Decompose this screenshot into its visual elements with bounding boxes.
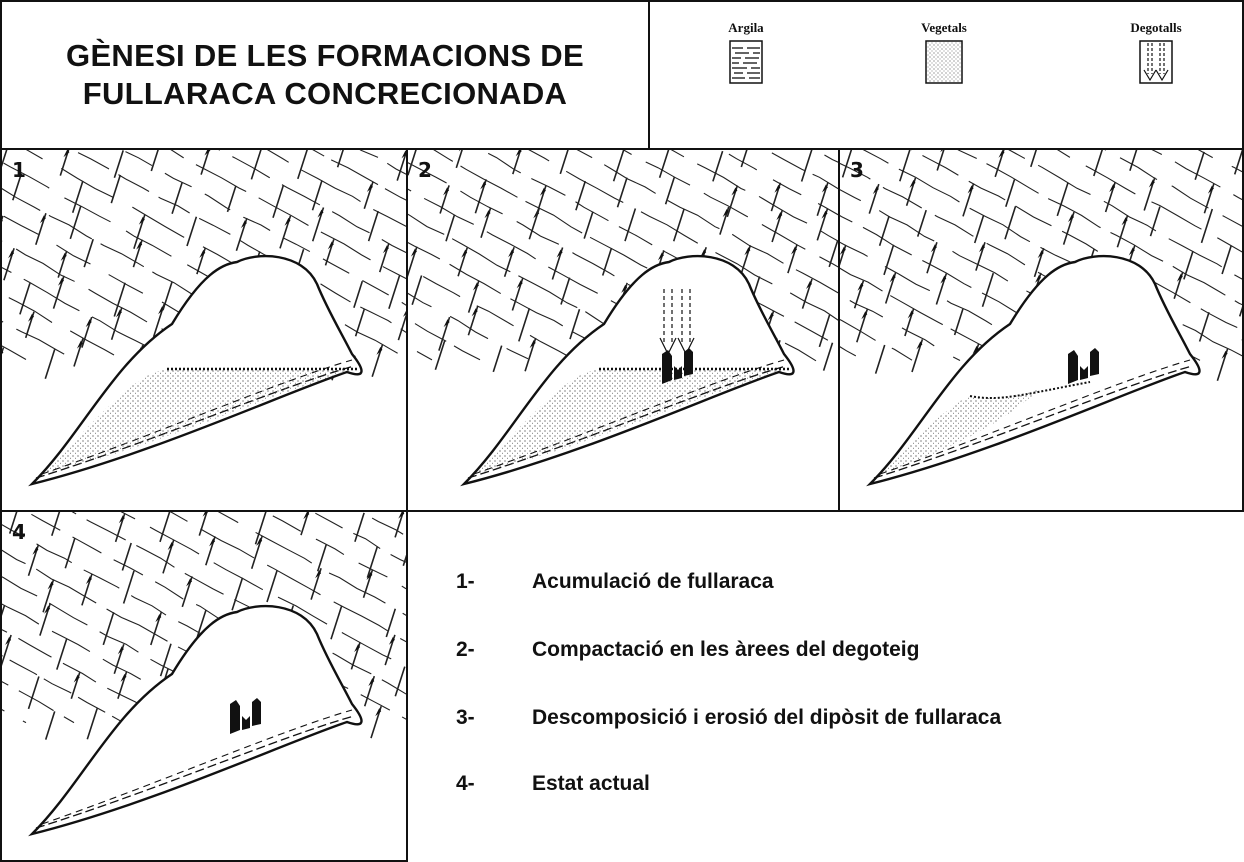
leaf-litter-fill [42,369,357,474]
panel-number: 3 [850,158,864,182]
drip-arrows-icon [1139,40,1173,84]
concretion-pillars [1068,348,1099,384]
cave-section-drawing [840,150,1242,487]
step-item: 1- Acumulació de fullaraca [456,570,774,594]
legend-box: Argila Vegetals Degotalls [648,0,1244,150]
title-line-1: GÈNESI DE LES FORMACIONS DE [66,38,584,73]
legend-item-degotalls: Degotalls [1096,20,1216,84]
rock-strata [840,150,1242,381]
concretion-pillars [230,698,261,734]
caption-box: 1- Acumulació de fullaraca 2- Compactació … [406,510,1244,862]
step-item: 3- Descomposició i erosió del dipòsit de … [456,706,1001,730]
dotted-vegetation-icon [925,40,963,84]
step-text: Descomposició i erosió del dipòsit de fu… [532,706,1002,729]
legend-label: Vegetals [921,20,967,35]
step-number: 4- [456,772,475,795]
panel-number: 4 [12,520,26,544]
step-number: 1- [456,570,475,593]
panel-4: 4 [0,510,408,862]
panel-number: 2 [418,158,432,182]
cave-section-drawing [408,150,838,487]
legend-label: Degotalls [1130,20,1182,35]
drip-arrows [659,289,695,356]
step-number: 3- [456,706,475,729]
leaf-litter-fill [880,389,1040,474]
cave-outline [460,254,795,487]
step-text: Estat actual [532,772,650,795]
step-number: 2- [456,638,475,661]
legend-item-vegetals: Vegetals [884,20,1004,84]
step-item: 4- Estat actual [456,772,650,796]
panel-2: 2 [406,148,840,512]
legend-label: Argila [728,20,764,35]
legend-item-argila: Argila [686,20,806,84]
cave-outline [866,254,1201,487]
cave-section-drawing [2,512,406,837]
clay-hatch-icon [729,40,763,84]
title-line-2: FULLARACA CONCRECIONADA [82,76,568,111]
rock-strata [2,150,406,383]
step-text: Acumulació de fullaraca [532,570,774,593]
title-box: GÈNESI DE LES FORMACIONS DE FULLARACA CO… [0,0,650,150]
panel-3: 3 [838,148,1244,512]
step-item: 2- Compactació en les àrees del degoteig [456,638,919,662]
step-text: Compactació en les àrees del degoteig [532,638,920,661]
leaf-litter-fill [474,369,789,474]
cave-outline [28,254,363,487]
cave-section-drawing [2,150,406,487]
panel-1: 1 [0,148,408,512]
cave-outline [28,604,363,837]
panel-number: 1 [12,158,26,182]
concretion-pillars [662,348,693,384]
